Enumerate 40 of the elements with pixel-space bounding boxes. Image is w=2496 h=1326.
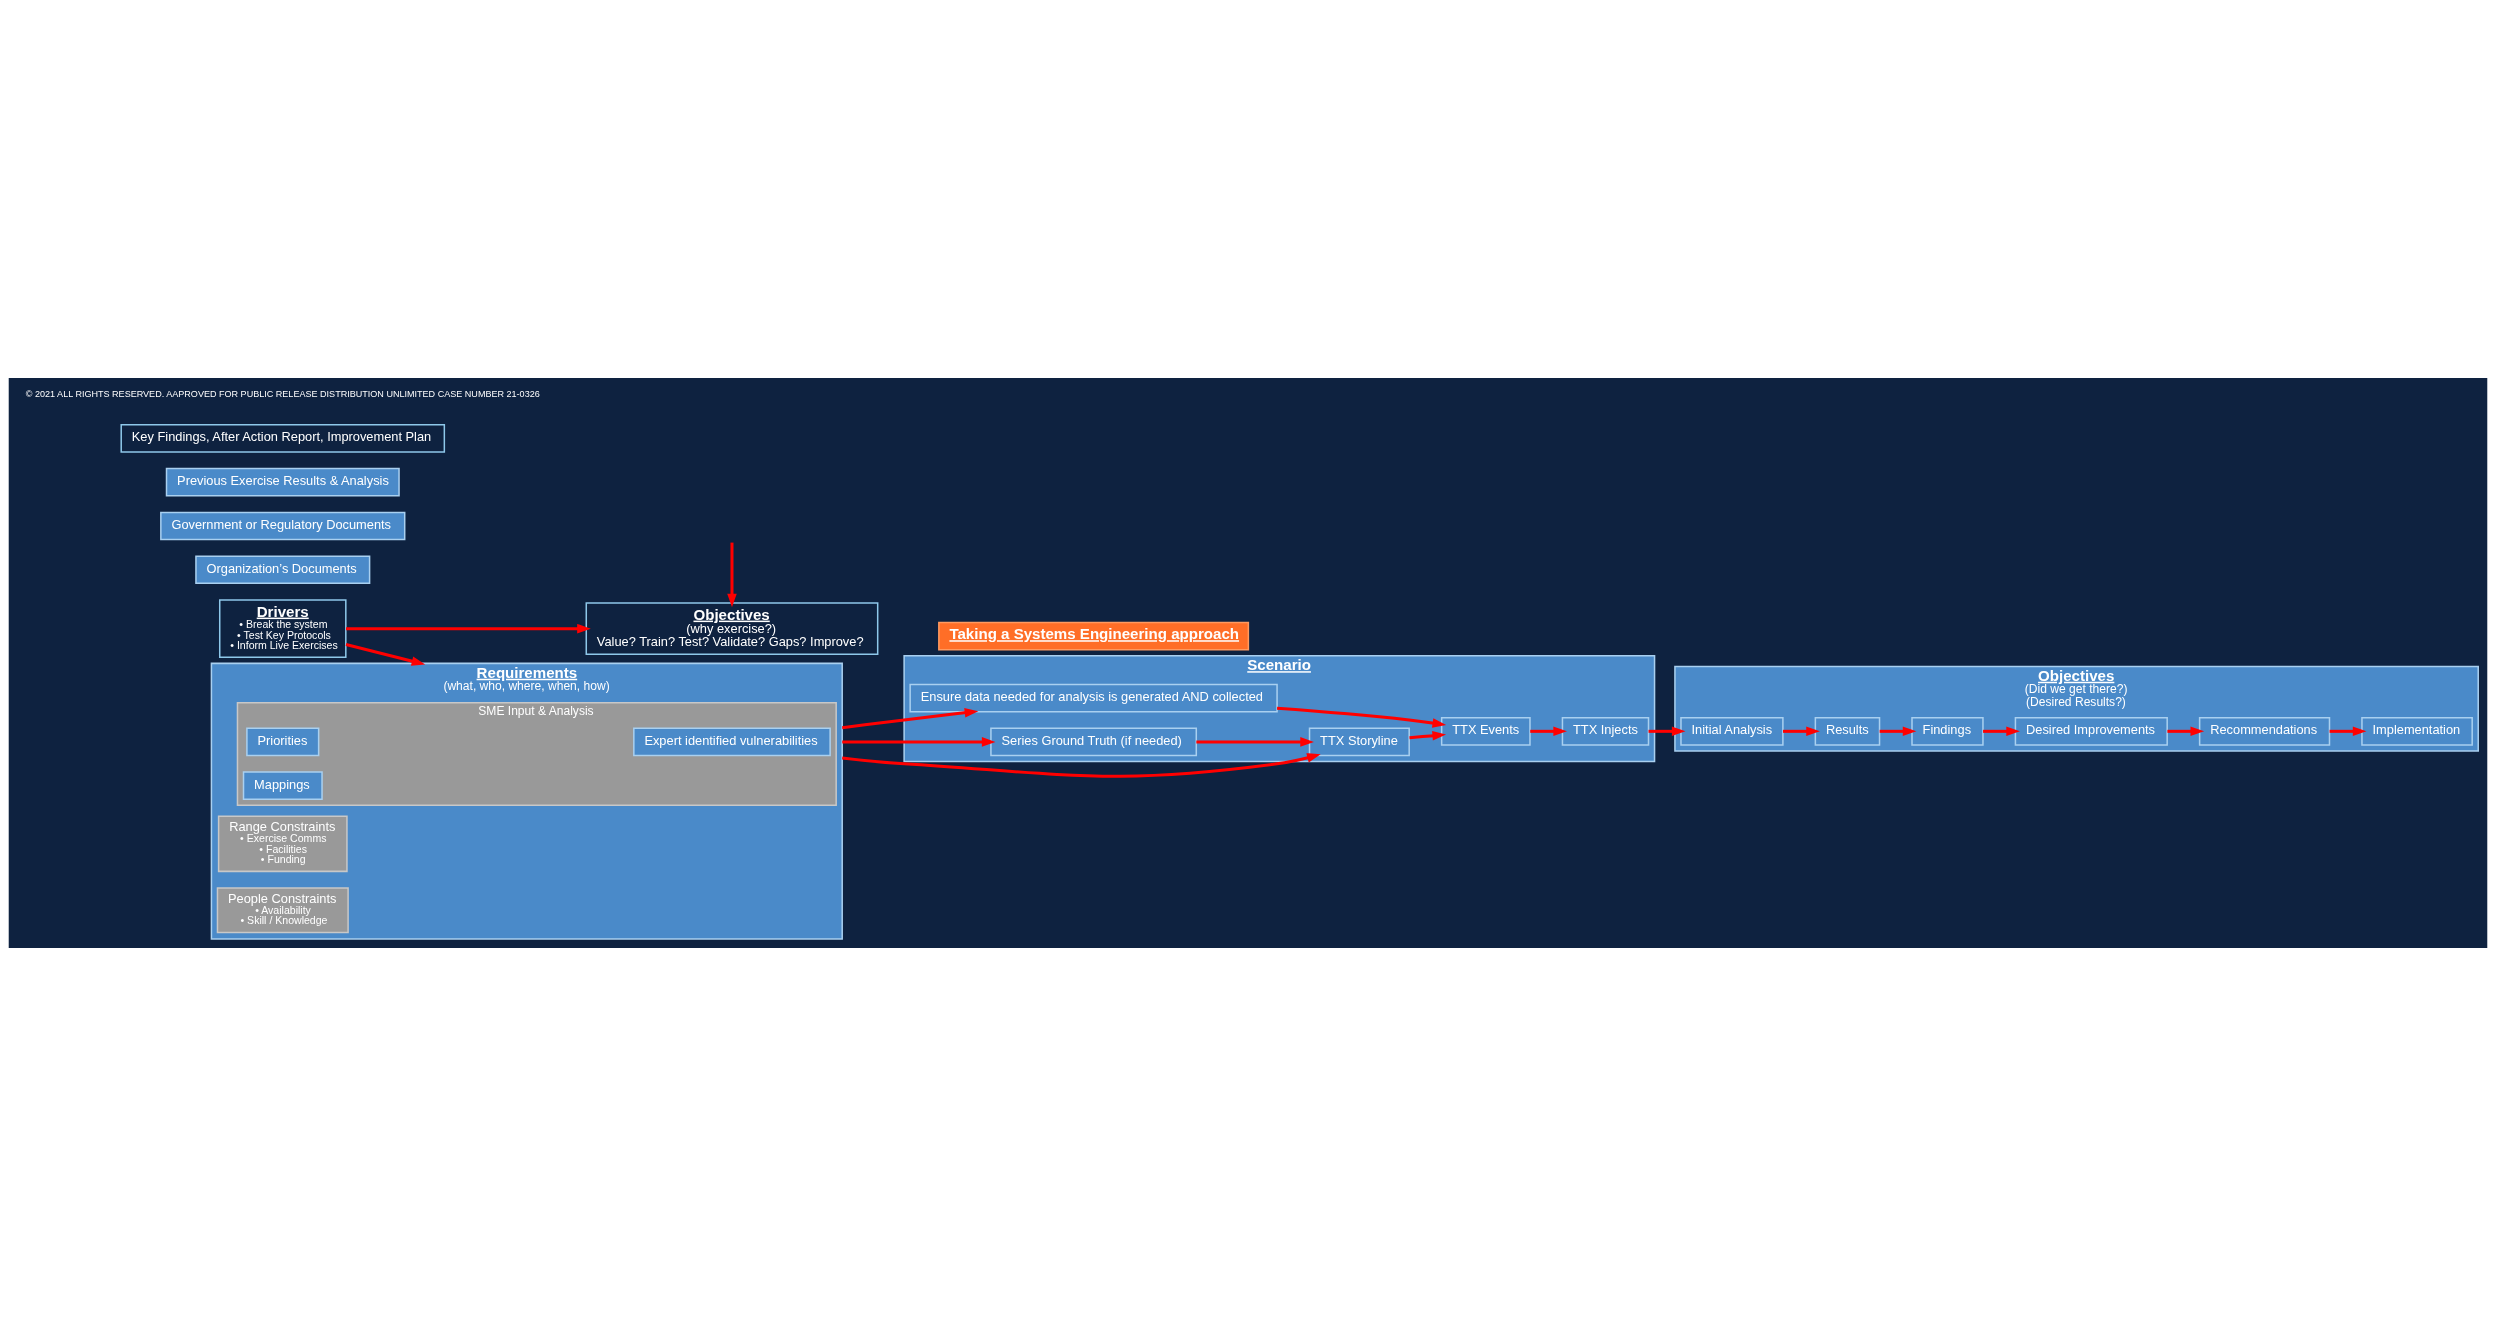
arrow (1983, 726, 2020, 737)
node-box: TTX Injects (1561, 717, 1650, 746)
node-box: Range Constraints • Exercise Comms • Facilities • Funding (217, 815, 348, 873)
arrow (727, 542, 737, 608)
label: © 2021 ALL RIGHTS RESERVED. AAPROVED FOR PUBLIC RELEASE DISTRIBUTION UNLIMITED CASE NUMBER 21-0326 (25, 388, 540, 399)
node-box: Objectives (why exercise?) Value? Train? Test? Validate? Gaps? Improve? (585, 602, 879, 656)
arrow (1409, 731, 1447, 741)
arrow (1276, 706, 1447, 728)
node-box: TTX Storyline (1308, 727, 1410, 757)
node-box: Recommendations (2198, 717, 2331, 746)
arrow (842, 708, 979, 730)
node-box: Organization’s Documents (195, 555, 371, 585)
arrow (346, 623, 591, 634)
node-box: Series Ground Truth (if needed) (990, 727, 1198, 757)
node-box: Key Findings, After Action Report, Improvement Plan (120, 424, 446, 453)
node-box: Mappings (242, 771, 323, 801)
arrow (345, 643, 426, 666)
arrow (1879, 726, 1917, 737)
node-box: TTX Events (1440, 717, 1531, 746)
arrow (1783, 726, 1820, 737)
arrow (2329, 726, 2367, 737)
arrow (2167, 726, 2205, 737)
node-box: Desired Improvements (2014, 717, 2168, 746)
node-box: Drivers • Break the system • Test Key Protocols • Inform Live Exercises (219, 599, 347, 659)
node-box: People Constraints • Availability • Skill / Knowledge (216, 887, 349, 934)
node-box: Priorities (246, 727, 320, 757)
node-box: Findings (1911, 717, 1984, 746)
arrow (842, 753, 1321, 778)
node-box: Taking a Systems Engineering approach (938, 621, 1250, 651)
arrow (1530, 726, 1567, 737)
node-box: Initial Analysis (1680, 717, 1784, 746)
arrow (1196, 737, 1314, 747)
node-box: Ensure data needed for analysis is generated AND collected (909, 683, 1278, 713)
node-box: Government or Regulatory Documents (160, 511, 406, 541)
arrow (842, 737, 996, 747)
node-box: Previous Exercise Results & Analysis (165, 467, 400, 497)
node-box: Results (1814, 717, 1881, 746)
node-box: Implementation (2361, 717, 2473, 746)
arrow (1648, 726, 1686, 737)
node-box: Expert identified vulnerabilities (633, 727, 831, 757)
